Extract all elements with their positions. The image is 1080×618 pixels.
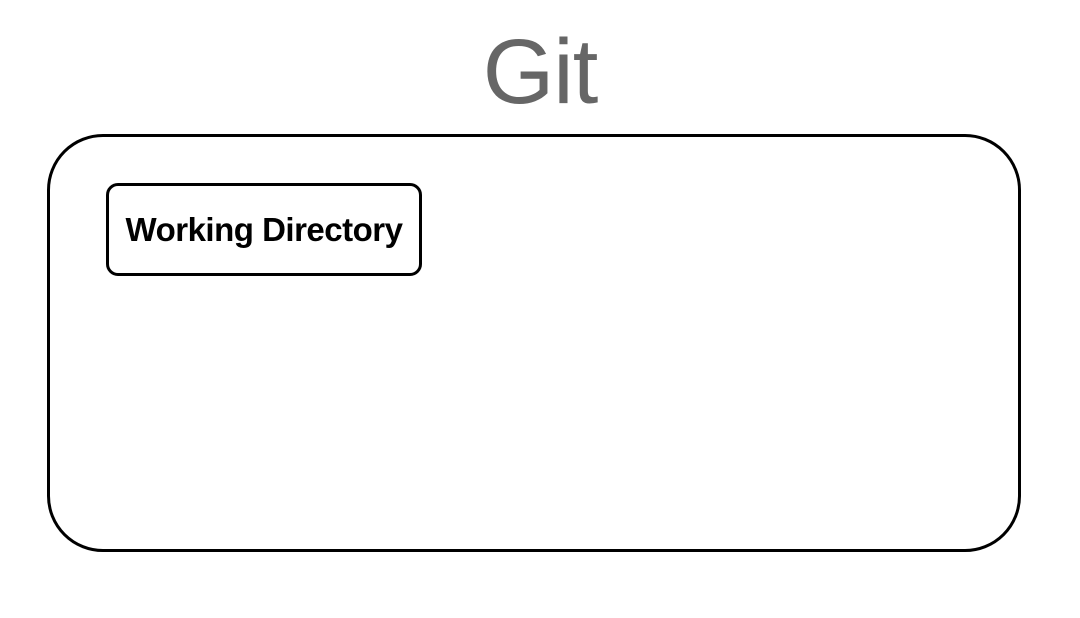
diagram-title: Git <box>482 21 599 123</box>
working-directory-node: Working Directory <box>106 183 422 276</box>
working-directory-label: Working Directory <box>125 210 403 248</box>
